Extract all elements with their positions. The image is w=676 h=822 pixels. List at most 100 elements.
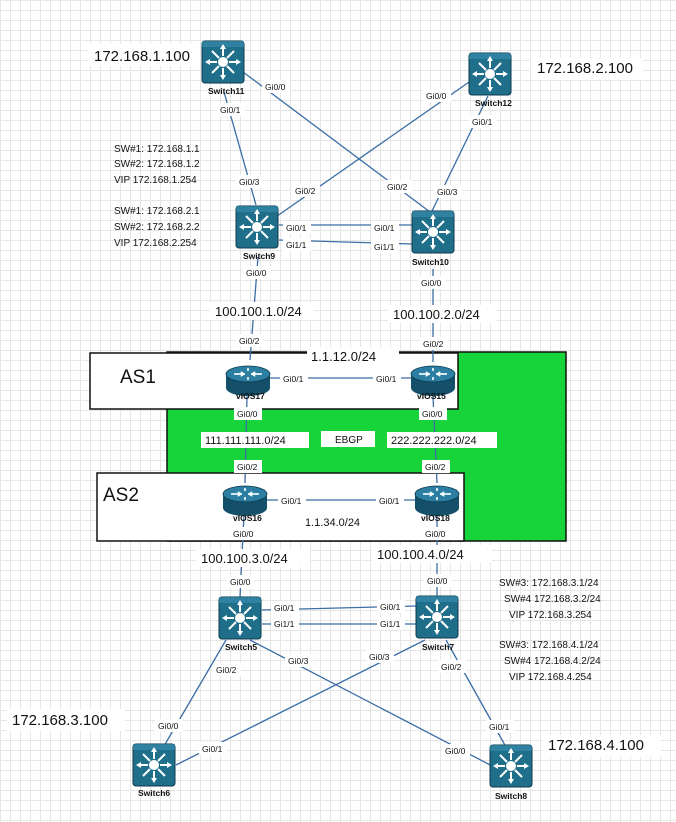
iface-label: Gi1/1 <box>286 240 307 250</box>
note-top-block2: SW#1: 172.168.2.1 SW#2: 172.168.2.2 VIP … <box>114 206 200 249</box>
vios16[interactable]: vIOS16 <box>222 485 268 523</box>
iface-label: Gi0/0 <box>421 278 442 288</box>
iface-label: Gi0/2 <box>295 186 316 196</box>
device-label: Switch6 <box>138 788 170 798</box>
device-label: Switch9 <box>243 251 275 261</box>
iface-label: Gi1/1 <box>374 242 395 252</box>
iface-label: Gi0/3 <box>369 652 390 662</box>
as1-label: AS1 <box>120 367 156 388</box>
iface-label: Gi0/2 <box>239 336 260 346</box>
host-ip-label: 172.168.4.100 <box>548 737 644 754</box>
note-line: SW#2: 172.168.2.2 <box>114 222 200 233</box>
note-bottom-block2: SW#3: 172.168.4.1/24 SW#4 172.168.4.2/24… <box>499 640 601 683</box>
device-label: vIOS16 <box>233 513 262 523</box>
device-label: vIOS15 <box>417 391 446 401</box>
iface-label: Gi1/1 <box>380 619 401 629</box>
device-label: vIOS17 <box>236 391 265 401</box>
iface-label: Gi0/1 <box>472 117 493 127</box>
switch-icon <box>201 40 245 84</box>
switch-icon <box>411 210 455 254</box>
network-label: 100.100.3.0/24 <box>201 551 288 566</box>
vios18[interactable]: vIOS18 <box>414 485 460 523</box>
ebgp-network-left: 111.111.111.0/24 <box>205 435 286 447</box>
device-label: Switch7 <box>422 642 454 652</box>
note-line: VIP 172.168.2.254 <box>114 238 197 249</box>
note-bottom-block1: SW#3: 172.168.3.1/24 SW#4 172.168.3.2/24… <box>499 578 601 621</box>
iface-label: Gi0/0 <box>233 529 254 539</box>
iface-label: Gi0/1 <box>202 744 223 754</box>
switch-icon <box>489 744 533 788</box>
iface-label: Gi0/2 <box>425 462 446 472</box>
note-line: SW#1: 172.168.1.1 <box>114 144 200 155</box>
host-ip-label: 172.168.1.100 <box>94 48 190 65</box>
note-line: VIP 172.168.3.254 <box>509 610 592 621</box>
iface-label: Gi0/3 <box>288 656 309 666</box>
switch-icon <box>235 205 279 249</box>
switch6[interactable]: Switch6 <box>132 743 176 798</box>
iface-label: Gi0/0 <box>445 746 466 756</box>
device-label: Switch10 <box>412 257 449 267</box>
note-line: SW#4 172.168.3.2/24 <box>504 594 601 605</box>
switch-icon <box>132 743 176 787</box>
switch10[interactable]: Switch10 <box>411 210 455 267</box>
iface-label: Gi0/1 <box>489 722 510 732</box>
iface-label: Gi0/0 <box>230 577 251 587</box>
network-label: 100.100.4.0/24 <box>377 547 464 562</box>
note-line: SW#3: 172.168.4.1/24 <box>499 640 599 651</box>
ebgp-network-right: 222.222.222.0/24 <box>391 435 477 447</box>
iface-label: Gi0/1 <box>376 374 397 384</box>
iface-label: Gi0/1 <box>220 105 241 115</box>
iface-label: Gi0/0 <box>425 529 446 539</box>
device-label: Switch11 <box>208 86 245 96</box>
iface-label: Gi1/1 <box>274 619 295 629</box>
note-line: SW#3: 172.168.3.1/24 <box>499 578 599 589</box>
note-line: VIP 172.168.4.254 <box>509 672 592 683</box>
iface-label: Gi0/0 <box>427 576 448 586</box>
switch-icon <box>468 52 512 96</box>
switch5[interactable]: Switch5 <box>218 596 262 652</box>
host-ip-label: 172.168.3.100 <box>12 712 108 729</box>
iface-label: Gi0/0 <box>246 268 267 278</box>
iface-label: Gi0/0 <box>426 91 447 101</box>
iface-label: Gi0/1 <box>283 374 304 384</box>
device-label: Switch5 <box>225 642 257 652</box>
switch-icon <box>218 596 262 640</box>
iface-label: Gi0/2 <box>216 665 237 675</box>
router-icon <box>222 485 268 517</box>
note-top-block1: SW#1: 172.168.1.1 SW#2: 172.168.1.2 VIP … <box>114 144 200 186</box>
iface-label: Gi0/0 <box>237 409 258 419</box>
iface-label: Gi0/1 <box>286 223 307 233</box>
iface-label: Gi0/1 <box>274 603 295 613</box>
switch8[interactable]: Switch8 <box>489 744 533 801</box>
as2-label: AS2 <box>103 485 139 506</box>
iface-label: Gi0/2 <box>441 662 462 672</box>
note-line: SW#1: 172.168.2.1 <box>114 206 200 217</box>
note-line: VIP 172.168.1.254 <box>114 175 197 186</box>
interface-labels: Gi0/0 Gi0/1 Gi0/0 Gi0/1 Gi0/3 Gi0/2 Gi0/… <box>155 80 514 757</box>
iface-label: Gi0/1 <box>281 496 302 506</box>
iface-label: Gi0/1 <box>380 602 401 612</box>
note-line: SW#4 172.168.4.2/24 <box>504 656 601 667</box>
switch9[interactable]: Switch9 <box>235 205 279 261</box>
router-icon <box>414 485 460 517</box>
iface-label: Gi0/1 <box>374 223 395 233</box>
vios17[interactable]: vIOS17 <box>225 365 271 401</box>
device-label: vIOS18 <box>421 513 450 523</box>
switch11[interactable]: Switch11 <box>201 40 245 96</box>
iface-label: Gi0/0 <box>422 409 443 419</box>
as1-network-label: 1.1.12.0/24 <box>311 349 376 364</box>
iface-label: Gi0/0 <box>158 721 179 731</box>
iface-label: Gi0/2 <box>237 462 258 472</box>
network-label: 100.100.1.0/24 <box>215 304 302 319</box>
device-label: Switch8 <box>495 791 527 801</box>
host-ip-label: 172.168.2.100 <box>537 60 633 77</box>
iface-label: Gi0/2 <box>423 339 444 349</box>
switch-icon <box>415 595 459 639</box>
switch7[interactable]: Switch7 <box>415 595 459 652</box>
iface-label: Gi0/0 <box>265 82 286 92</box>
iface-label: Gi0/1 <box>379 496 400 506</box>
vios15[interactable]: vIOS15 <box>410 365 456 401</box>
switch12[interactable]: Switch12 <box>468 52 512 108</box>
device-label: Switch12 <box>475 98 512 108</box>
